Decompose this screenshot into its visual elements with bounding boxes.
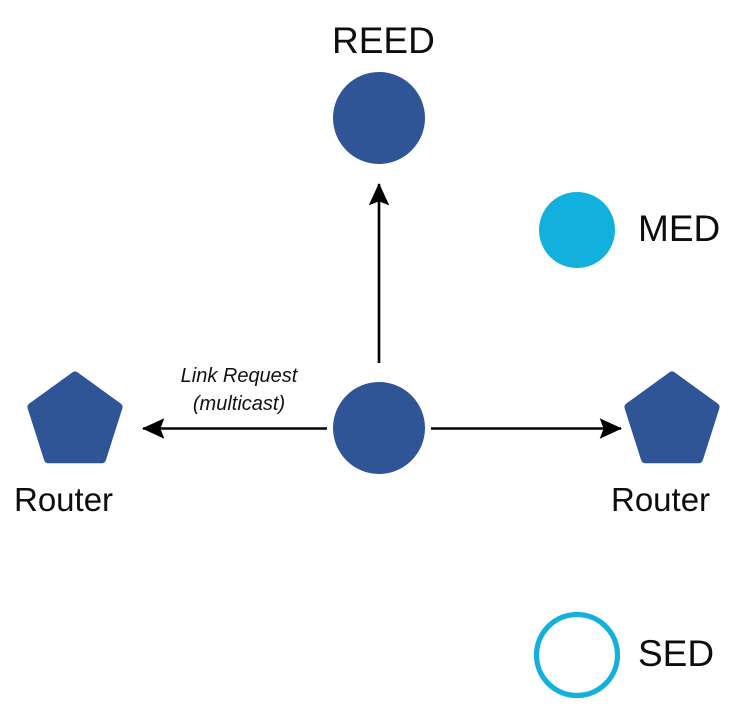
edge-group xyxy=(141,182,623,439)
node-router-right[interactable] xyxy=(624,371,720,464)
node-label-sed: SED xyxy=(638,633,715,674)
node-leader[interactable] xyxy=(333,382,425,474)
node-router-left[interactable] xyxy=(27,371,123,464)
node-sed[interactable] xyxy=(533,611,621,699)
node-group xyxy=(27,72,720,699)
node-label-med: MED xyxy=(638,208,721,249)
node-label-reed: REED xyxy=(332,20,435,61)
node-reed[interactable] xyxy=(333,72,425,164)
node-label-router-left: Router xyxy=(14,481,114,518)
node-label-router-right: Router xyxy=(611,481,711,518)
node-med[interactable] xyxy=(539,192,615,268)
edge-label-link-request: Link Request (multicast) xyxy=(180,365,298,416)
